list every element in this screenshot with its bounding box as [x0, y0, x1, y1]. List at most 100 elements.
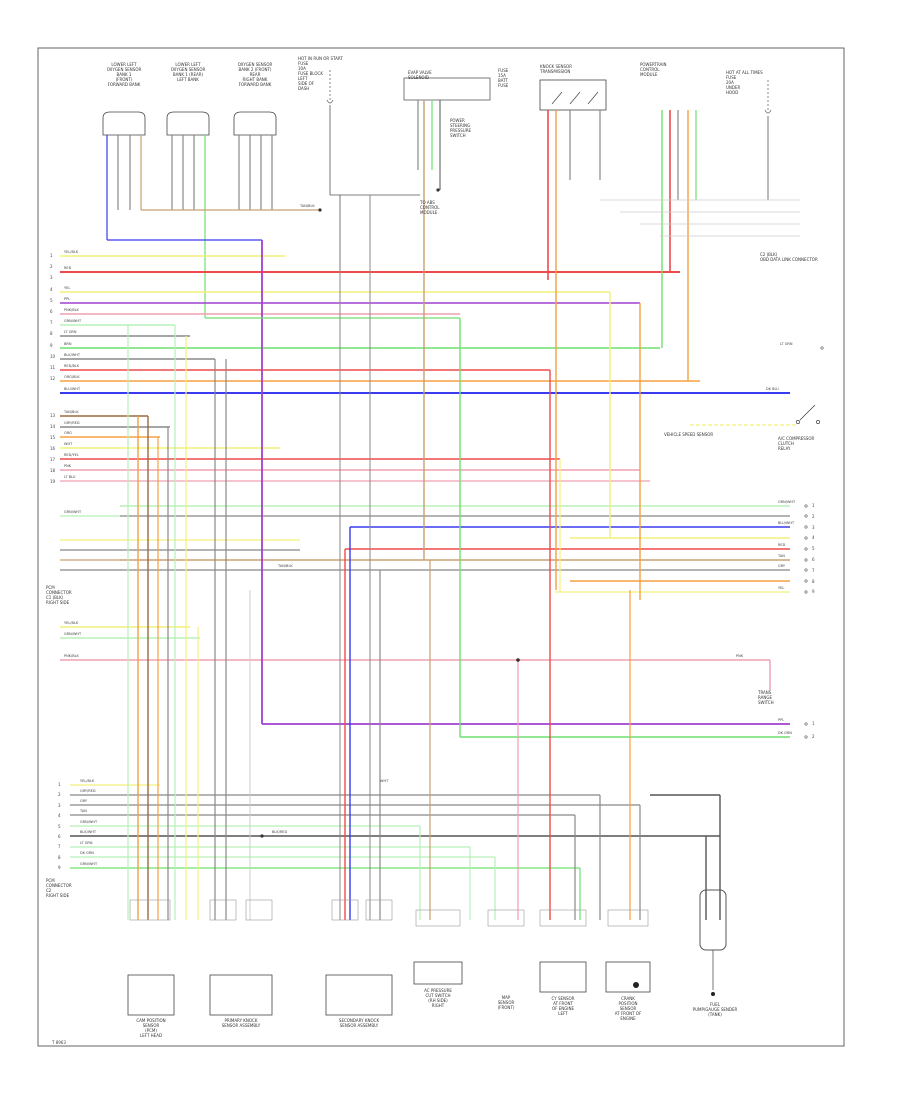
cam-sensor-box [127, 974, 175, 1016]
label-cam-sensor: CAM POSITION SENSOR (PCM) LEFT HEAD [136, 1018, 166, 1038]
tag-b-grn-wht: GRN/WHT [80, 820, 98, 824]
pin-left-c1b-13: 13 [50, 413, 56, 418]
pin-left-c1-4: 4 [50, 286, 53, 292]
top-sensor-leads [106, 135, 273, 318]
tag-blk-wht: BLK/WHT [64, 353, 81, 357]
label-ac-relay: A/C COMPRESSOR CLUTCH RELAY [778, 436, 815, 451]
pin-left-c1-5: 5 [50, 297, 53, 303]
label-pcm-c2: PCM CONNECTOR C2 RIGHT SIDE [46, 878, 72, 898]
oxygen-sensor-1 [102, 111, 146, 136]
tag-red-blk: RED/BLK [64, 364, 80, 368]
tag-mid-tan: TAN/BLK [278, 564, 293, 568]
label-o2-sensor-1: LOWER LEFT OXYGEN SENSOR BANK 1 (FRONT) … [106, 62, 142, 87]
cy-sensor-box [539, 961, 587, 993]
tag-lt-blu: LT BLU [64, 475, 76, 479]
pin-left-c1-9: 9 [50, 342, 53, 348]
tag-pnk: PNK [64, 464, 72, 468]
pin-right-c1-5: 5 [812, 546, 815, 552]
tag-b-grn: GRN/WHT [80, 862, 98, 866]
tag-bottom-wht: WHT [380, 779, 389, 783]
tag-right-grn-wht: GRN/WHT [778, 500, 796, 504]
tag-b-yel-blk: YEL/BLK [80, 779, 95, 783]
diagram-frame [37, 47, 845, 1047]
tag-yel-blk: YEL/BLK [64, 250, 79, 254]
pin-left-c1-12: 12 [50, 376, 56, 382]
label-ecm-note: TO ABS CONTROL MODULE [420, 200, 440, 215]
tag-mid-grn-wht: GRN/WHT [64, 510, 82, 514]
label-o2-sensor-2: LOWER LEFT OXYGEN SENSOR BANK 1 (REAR) L… [170, 62, 206, 82]
tag-b-tan: TAN [80, 809, 87, 813]
fuse-left [326, 70, 334, 104]
tag-top-tan-blk: TAN/BLK [300, 204, 315, 208]
pin-left-c1-1: 1 [50, 253, 53, 258]
label-obd-connector: C2 (BLK) OBD DATA LINK CONNECTOR [760, 252, 818, 262]
label-crank-sensor: CRANK POSITION SENSOR AT FRONT OF ENGINE [614, 996, 642, 1021]
tag-b-gry: GRY [80, 799, 88, 803]
pin-right-c1-4: 4 [812, 535, 815, 541]
tag-right-dk-blu: DK BLU [766, 387, 779, 391]
figure-label: T 8963 [52, 1040, 66, 1045]
tag-right-pnk: PNK [736, 654, 744, 658]
bus-wires-lower [60, 626, 790, 738]
label-speed-sensor: VEHICLE SPEED SENSOR [664, 432, 714, 437]
label-knock-trans: KNOCK SENSOR TRANSMISSION [540, 64, 572, 74]
label-secondary-knock: SECONDARY KNOCK SENSOR ASSEMBLY [338, 1018, 380, 1028]
bus-wires-middle-right [120, 505, 790, 593]
label-primary-knock: PRIMARY KNOCK SENSOR ASSEMBLY [221, 1018, 261, 1028]
tag-lower-pnk: PNK/BLK [64, 654, 79, 658]
tag-lt-grn: LT GRN [64, 330, 77, 334]
pin-right-c1-8: 8 [812, 578, 815, 584]
tag-grn-wht: GRN/WHT [64, 319, 82, 323]
tag-blu-wht: BLU/WHT [64, 387, 81, 391]
pin-left-c1b-17: 17 [50, 457, 56, 462]
tag-right-lt-grn: LT GRN [780, 342, 793, 346]
tag-pnk-blk: PNK/BLK [64, 308, 79, 312]
tag-bottom-blk-red: BLK/RED [272, 830, 288, 834]
pin-left-c2-8: 8 [58, 854, 61, 860]
label-fuel-pump: FUEL PUMP/GAUGE SENDER (TANK) [692, 1002, 738, 1017]
label-ac-pressure: AC PRESSURE CUT SWITCH (RH SIDE) RIGHT [424, 988, 452, 1008]
tag-right-dk-grn: DK GRN [778, 731, 792, 735]
pin-left-c1-7: 7 [50, 320, 53, 326]
pin-left-c2-9: 9 [58, 865, 61, 871]
tag-lower-grn-wht: GRN/WHT [64, 632, 82, 636]
splice-points [260, 188, 520, 838]
tag-gry-red: GRY/RED [64, 421, 80, 425]
pin-left-c1b-19: 19 [50, 479, 56, 484]
pcm-relay-box [539, 79, 607, 111]
oxygen-sensor-3 [233, 111, 277, 136]
connector-stubs-bottom [129, 889, 727, 951]
pin-left-c2-7: 7 [58, 844, 61, 850]
bus-wires-bottom [70, 784, 720, 869]
tag-tan-blk: TAN/BLK [64, 410, 79, 414]
tag-b-dk-grn: DK GRN [80, 851, 94, 855]
pin-left-c1-3: 3 [50, 275, 53, 281]
label-pcm: POWERTRAIN CONTROL MODULE [640, 62, 667, 77]
label-ps-switch: POWER STEERING PRESSURE SWITCH [450, 118, 472, 138]
pin-left-c1b-18: 18 [50, 468, 56, 473]
label-map-sensor: MAP SENSOR (FRONT) [497, 995, 515, 1010]
pin-right-c1-6: 6 [812, 557, 815, 562]
pin-right-c1-7: 7 [812, 567, 815, 573]
fuel-ground-dot [711, 992, 715, 996]
pin-right-c1-9: 9 [812, 589, 815, 595]
tag-red: RED [64, 266, 72, 270]
pin-right-c2-1: 1 [812, 721, 815, 726]
tag-org-blk: ORG/BLK [64, 375, 80, 379]
primary-knock-box [209, 974, 273, 1016]
pin-left-c1b-16: 16 [50, 446, 56, 451]
vertical-trunks [107, 100, 800, 920]
label-trans-range: TRANS RANGE SWITCH [758, 690, 774, 705]
tag-yel: YEL [64, 286, 71, 290]
pin-right-c1-1: 1 [812, 503, 815, 508]
pin-left-c2-2: 2 [58, 792, 61, 798]
tag-right-gry: GRY [778, 564, 786, 568]
pin-left-c1b-15: 15 [50, 435, 56, 440]
tag-b-gry-red: GRY/RED [80, 789, 96, 793]
pin-left-c2-1: 1 [58, 782, 61, 787]
fuse-right [764, 80, 772, 114]
pin-left-c1b-14: 14 [50, 424, 56, 429]
ac-relay-switch [690, 404, 820, 426]
pin-right-c1-3: 3 [812, 524, 815, 530]
